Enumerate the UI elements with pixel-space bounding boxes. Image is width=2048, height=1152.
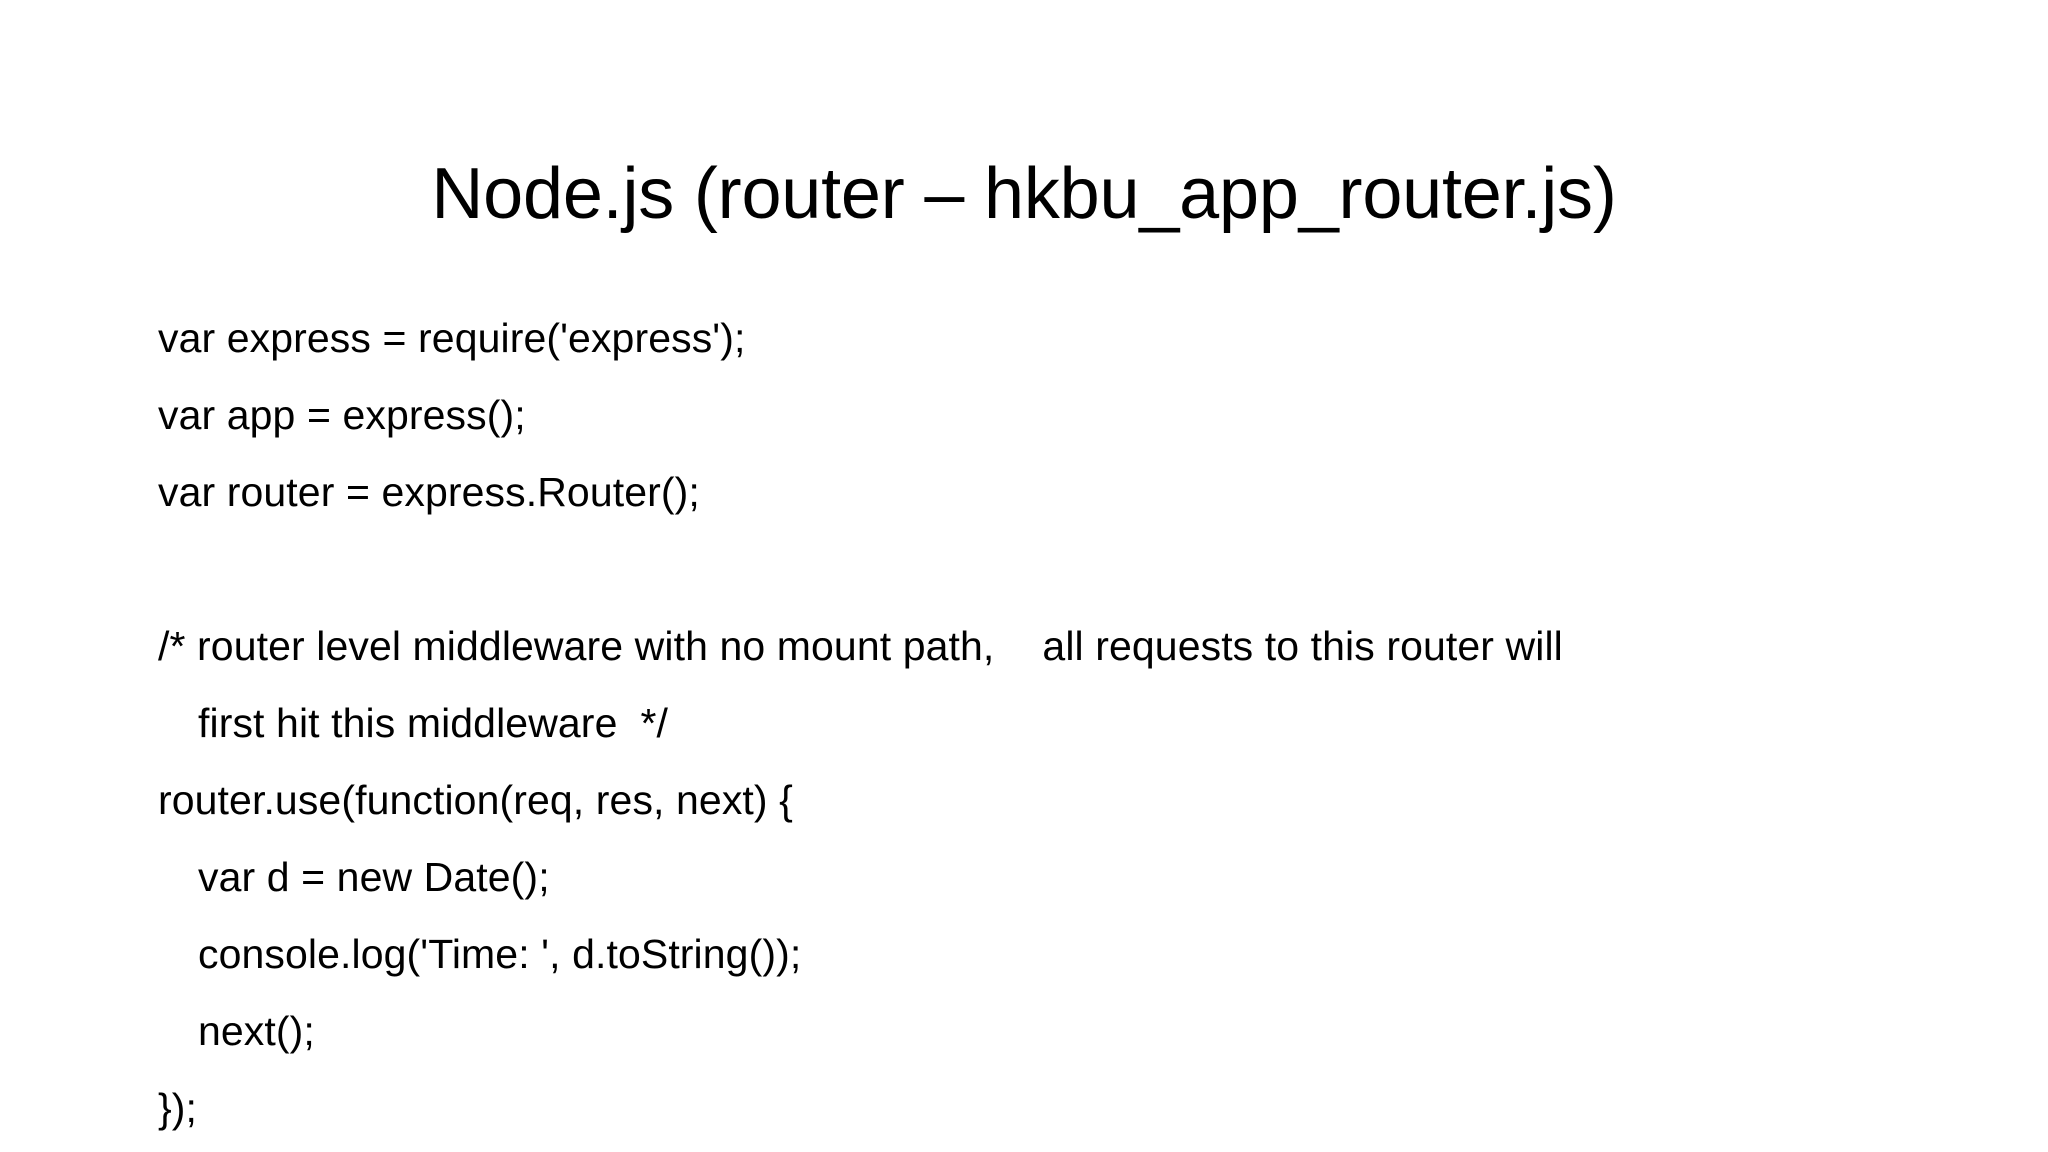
code-line: var d = new Date(); <box>198 854 550 900</box>
code-line: next(); <box>198 1008 315 1054</box>
code-line-comment-open: /* router level middleware with no mount… <box>158 608 1918 685</box>
code-line: router.use(function(req, res, next) { <box>158 777 793 823</box>
code-line-blank <box>158 531 1918 608</box>
code-line: var app = express(); <box>158 392 526 438</box>
code-body: var express = require('express'); var ap… <box>158 300 1918 1147</box>
code-line: var router = express.Router(); <box>158 469 700 515</box>
code-line-comment-close: first hit this middleware */ <box>198 700 668 746</box>
page-title: Node.js (router – hkbu_app_router.js) <box>431 154 1617 235</box>
code-line: var express = require('express'); <box>158 315 746 361</box>
comment-text-part-1: /* router level middleware with no mount… <box>158 623 995 669</box>
code-line: console.log('Time: ', d.toString()); <box>198 931 802 977</box>
code-line: }); <box>158 1085 198 1131</box>
comment-text-part-2: all requests to this router will <box>1042 623 1563 669</box>
